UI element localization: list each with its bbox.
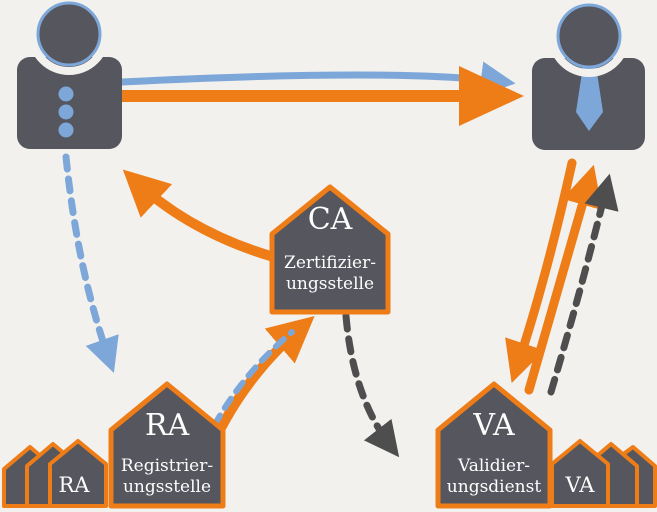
- person-right: [532, 0, 645, 150]
- arrow-person-to-person-blue: [118, 61, 516, 97]
- person-left-head: [36, 1, 102, 67]
- arrow-va-to-person-dashed-dark: [547, 173, 619, 396]
- arrow-va-to-person-orange: [524, 164, 603, 395]
- node-va-cluster: VA: [550, 439, 657, 508]
- va-name-line2: ungsdienst: [447, 477, 542, 497]
- ca-abbr: CA: [308, 202, 353, 237]
- ra-name-line1: Registrier-: [121, 456, 213, 476]
- person-right-head-gap: [548, 0, 630, 77]
- person-right-head: [556, 3, 622, 69]
- node-ra: RA Registrier- ungsstelle: [108, 381, 226, 509]
- button-dot-icon: [58, 104, 74, 120]
- arrow-ca-to-person-orange: [122, 169, 297, 267]
- arrow-ca-to-va-dashed-dark: [342, 312, 400, 458]
- ca-name-line1: Zertifizier-: [284, 253, 376, 273]
- va-cluster-abbr: VA: [565, 473, 596, 497]
- ca-name-line2: ungsstelle: [286, 274, 374, 294]
- va-small-house-icon: [550, 439, 610, 508]
- ra-small-house-icon: [48, 439, 108, 508]
- ca-house-icon: [269, 184, 391, 315]
- node-va: VA Validier- ungsdienst: [435, 381, 553, 509]
- arrow-person-to-ra-dashed-blue: [62, 153, 119, 373]
- va-name-line1: Validier-: [457, 456, 530, 476]
- ra-name-line2: ungsstelle: [123, 477, 211, 497]
- tie-icon: [576, 66, 603, 131]
- button-dot-icon: [58, 86, 74, 102]
- person-left: [17, 0, 122, 149]
- ra-cluster-abbr: RA: [59, 473, 91, 497]
- node-ca: CA Zertifizier- ungsstelle: [269, 184, 391, 315]
- node-ra-cluster: RA: [2, 439, 108, 508]
- ra-abbr: RA: [145, 408, 190, 443]
- button-dot-icon: [58, 122, 74, 138]
- ra-house-icon: [108, 381, 226, 509]
- va-abbr: VA: [472, 408, 515, 443]
- arrow-person-to-person-orange-head: [459, 66, 524, 126]
- person-left-head-gap: [28, 0, 110, 75]
- person-left-body: [17, 57, 122, 149]
- va-house-icon: [435, 381, 553, 509]
